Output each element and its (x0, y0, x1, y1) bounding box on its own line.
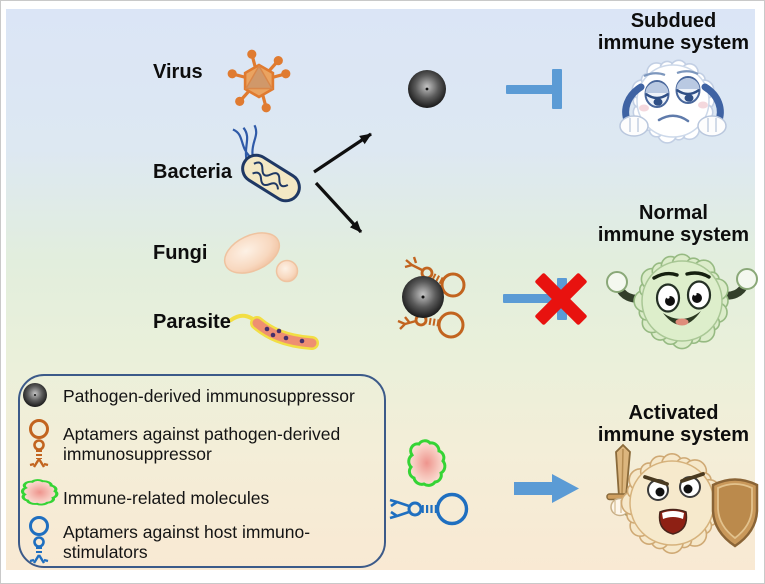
legend-text-line: immunosuppressor (63, 444, 212, 464)
legend-item-immunosuppressor: Pathogen-derived immunosuppressor (63, 386, 355, 406)
bacteria-label: Bacteria (153, 161, 232, 183)
blue-aptamer (389, 492, 469, 526)
legend-item-orange-aptamer: Aptamers against pathogen-derived immuno… (63, 424, 340, 464)
bacteria-icon (232, 124, 301, 203)
subdued-immune-system-title: Subdued immune system (576, 10, 764, 54)
legend-orange-aptamer-icon (29, 419, 49, 468)
legend-text-line: Pathogen-derived immunosuppressor (63, 386, 355, 406)
legend-text-line: stimulators (63, 542, 148, 562)
activated-immune-cell-illustration (606, 443, 759, 554)
title-line: immune system (597, 224, 750, 246)
shield-icon (711, 478, 759, 548)
parasite-label: Parasite (153, 311, 231, 333)
virus-label: Virus (153, 61, 203, 83)
fungi-icon (223, 232, 299, 283)
legend-text-line: Immune-related molecules (63, 488, 270, 508)
red-cross-icon (535, 273, 587, 325)
aptamer-bound-sphere (397, 256, 466, 339)
title-line: immune system (597, 424, 750, 446)
inhibition-bar-icon (506, 69, 562, 109)
title-line: Subdued (630, 10, 717, 32)
activation-arrow-icon (514, 474, 579, 503)
immunosuppressor-sphere (408, 70, 446, 108)
legend-text-line: Aptamers against pathogen-derived (63, 424, 341, 444)
legend-text-line: Aptamers against host immuno- (63, 522, 311, 542)
parasite-icon (229, 313, 319, 350)
legend-item-blue-aptamer: Aptamers against host immuno- stimulator… (63, 522, 310, 562)
legend-box (18, 374, 386, 568)
normal-immune-system-title: Normal immune system (576, 202, 764, 246)
branch-arrows (313, 132, 372, 234)
title-line: Activated (628, 402, 719, 424)
legend-item-immune-molecules: Immune-related molecules (63, 488, 269, 508)
subdued-immune-cell-illustration (619, 59, 727, 144)
blocked-inhibition-icon (503, 273, 587, 325)
virus-icon (227, 49, 291, 113)
title-line: Normal (639, 202, 708, 224)
stimulator-aptamer-complex (389, 439, 469, 526)
normal-immune-cell-illustration (606, 253, 758, 350)
immune-molecule-cloud (407, 439, 447, 487)
orange-aptamer-top (404, 256, 466, 298)
fungi-label: Fungi (153, 242, 208, 264)
title-line: immune system (597, 32, 750, 54)
activated-immune-system-title: Activated immune system (576, 402, 764, 446)
